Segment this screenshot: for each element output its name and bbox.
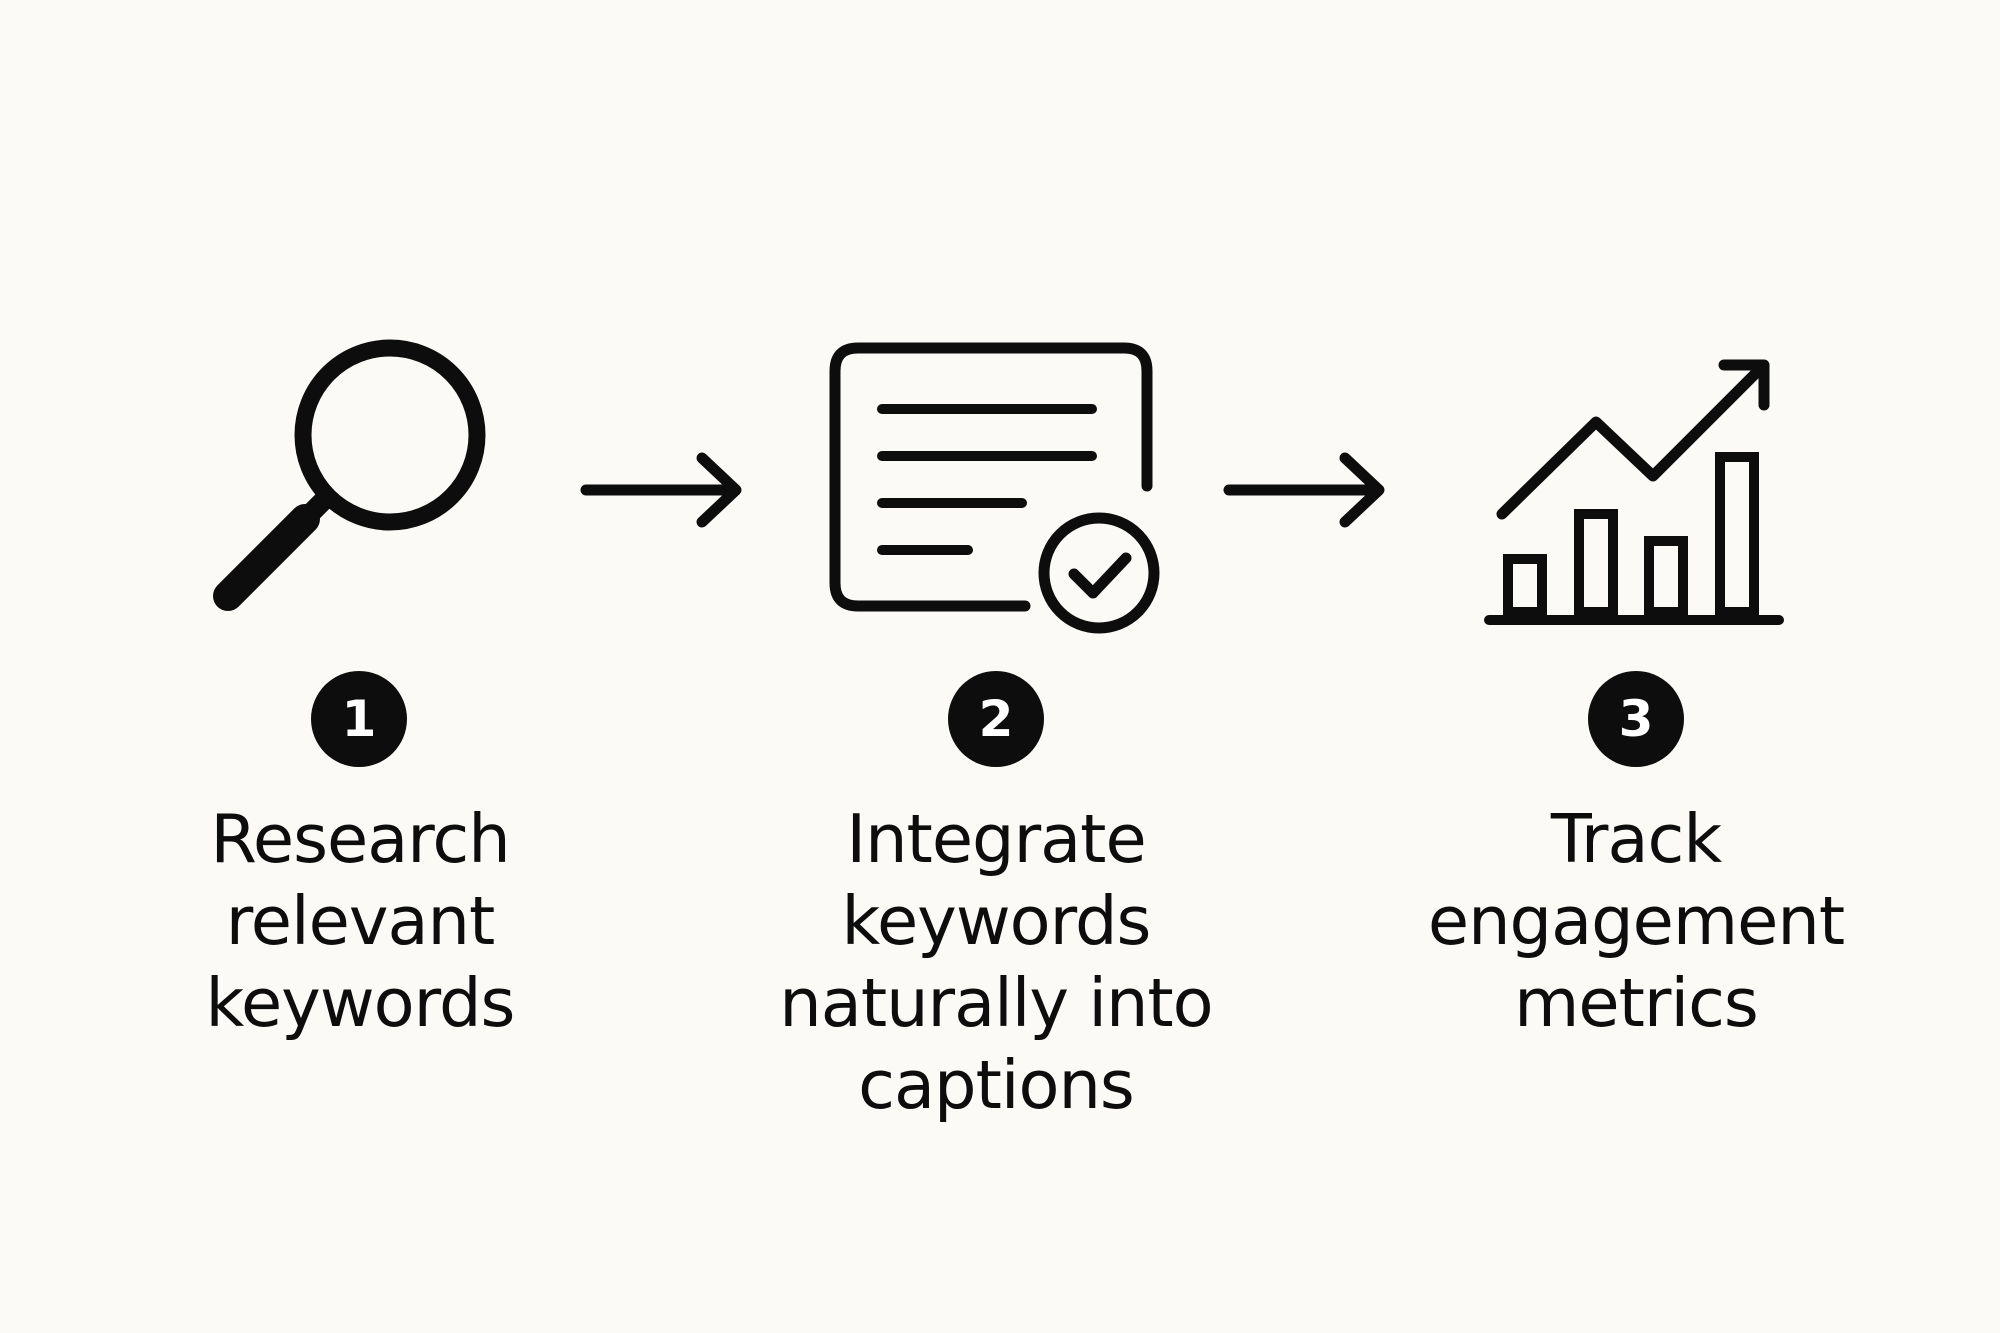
label-line: keywords xyxy=(841,882,1152,960)
step-label-track: Track engagement metrics xyxy=(1376,798,1896,1044)
label-line: captions xyxy=(858,1046,1135,1124)
label-line: naturally into xyxy=(779,964,1213,1042)
label-line: keywords xyxy=(205,964,516,1042)
label-line: engagement xyxy=(1427,882,1845,960)
label-line: Track xyxy=(1550,800,1722,878)
label-line: relevant xyxy=(225,882,496,960)
growth-chart-icon xyxy=(1480,350,1790,630)
right-arrow-icon xyxy=(1223,450,1393,530)
label-line: Research xyxy=(210,800,510,878)
right-arrow-icon xyxy=(580,450,750,530)
step-label-integrate: Integrate keywords naturally into captio… xyxy=(736,798,1256,1126)
label-line: Integrate xyxy=(846,800,1146,878)
magnifying-glass-icon xyxy=(210,330,500,620)
step-number-badge: 3 xyxy=(1588,671,1684,767)
label-line: metrics xyxy=(1514,964,1759,1042)
step-number-badge: 1 xyxy=(311,671,407,767)
step-label-research: Research relevant keywords xyxy=(100,798,620,1044)
step-number-badge: 2 xyxy=(948,671,1044,767)
document-check-icon xyxy=(820,340,1180,640)
